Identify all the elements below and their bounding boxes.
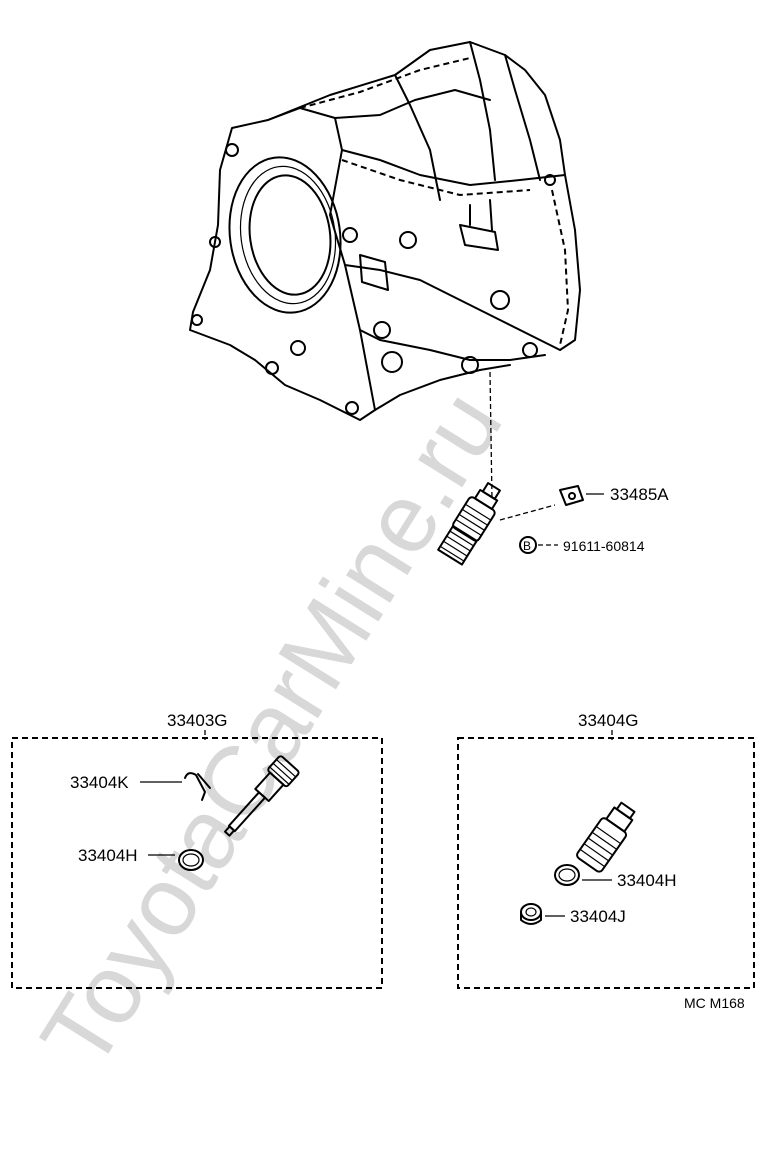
label-33404H-left: 33404H	[78, 846, 138, 865]
label-33404H-right: 33404H	[617, 871, 677, 890]
watermark: ToyotaCarMine.ru	[20, 372, 523, 1086]
diagram-code: MC M168	[684, 995, 745, 1011]
kit-box-33403G	[11, 737, 383, 989]
driven-gear-shaft	[223, 755, 300, 837]
svg-text:B: B	[523, 539, 531, 553]
o-ring-left	[178, 849, 204, 871]
label-91611-60814: 91611-60814	[563, 538, 645, 554]
label-kit-33403G: 33403G	[167, 711, 228, 730]
bolt-marker: B	[519, 536, 537, 554]
label-33404K: 33404K	[70, 773, 129, 792]
driven-gear-sleeve	[437, 482, 501, 566]
o-ring-right	[554, 864, 580, 886]
transmission-housing	[189, 41, 581, 421]
install-leader	[489, 371, 493, 501]
kit-box-33404G	[457, 737, 755, 989]
sleeve	[576, 801, 636, 873]
lock-plate	[559, 485, 584, 506]
label-33485A: 33485A	[610, 485, 669, 504]
lock-plate-leader	[499, 504, 556, 521]
clip	[184, 772, 211, 801]
label-33404J: 33404J	[570, 907, 626, 926]
oil-seal	[520, 903, 542, 925]
label-kit-33404G: 33404G	[578, 711, 639, 730]
